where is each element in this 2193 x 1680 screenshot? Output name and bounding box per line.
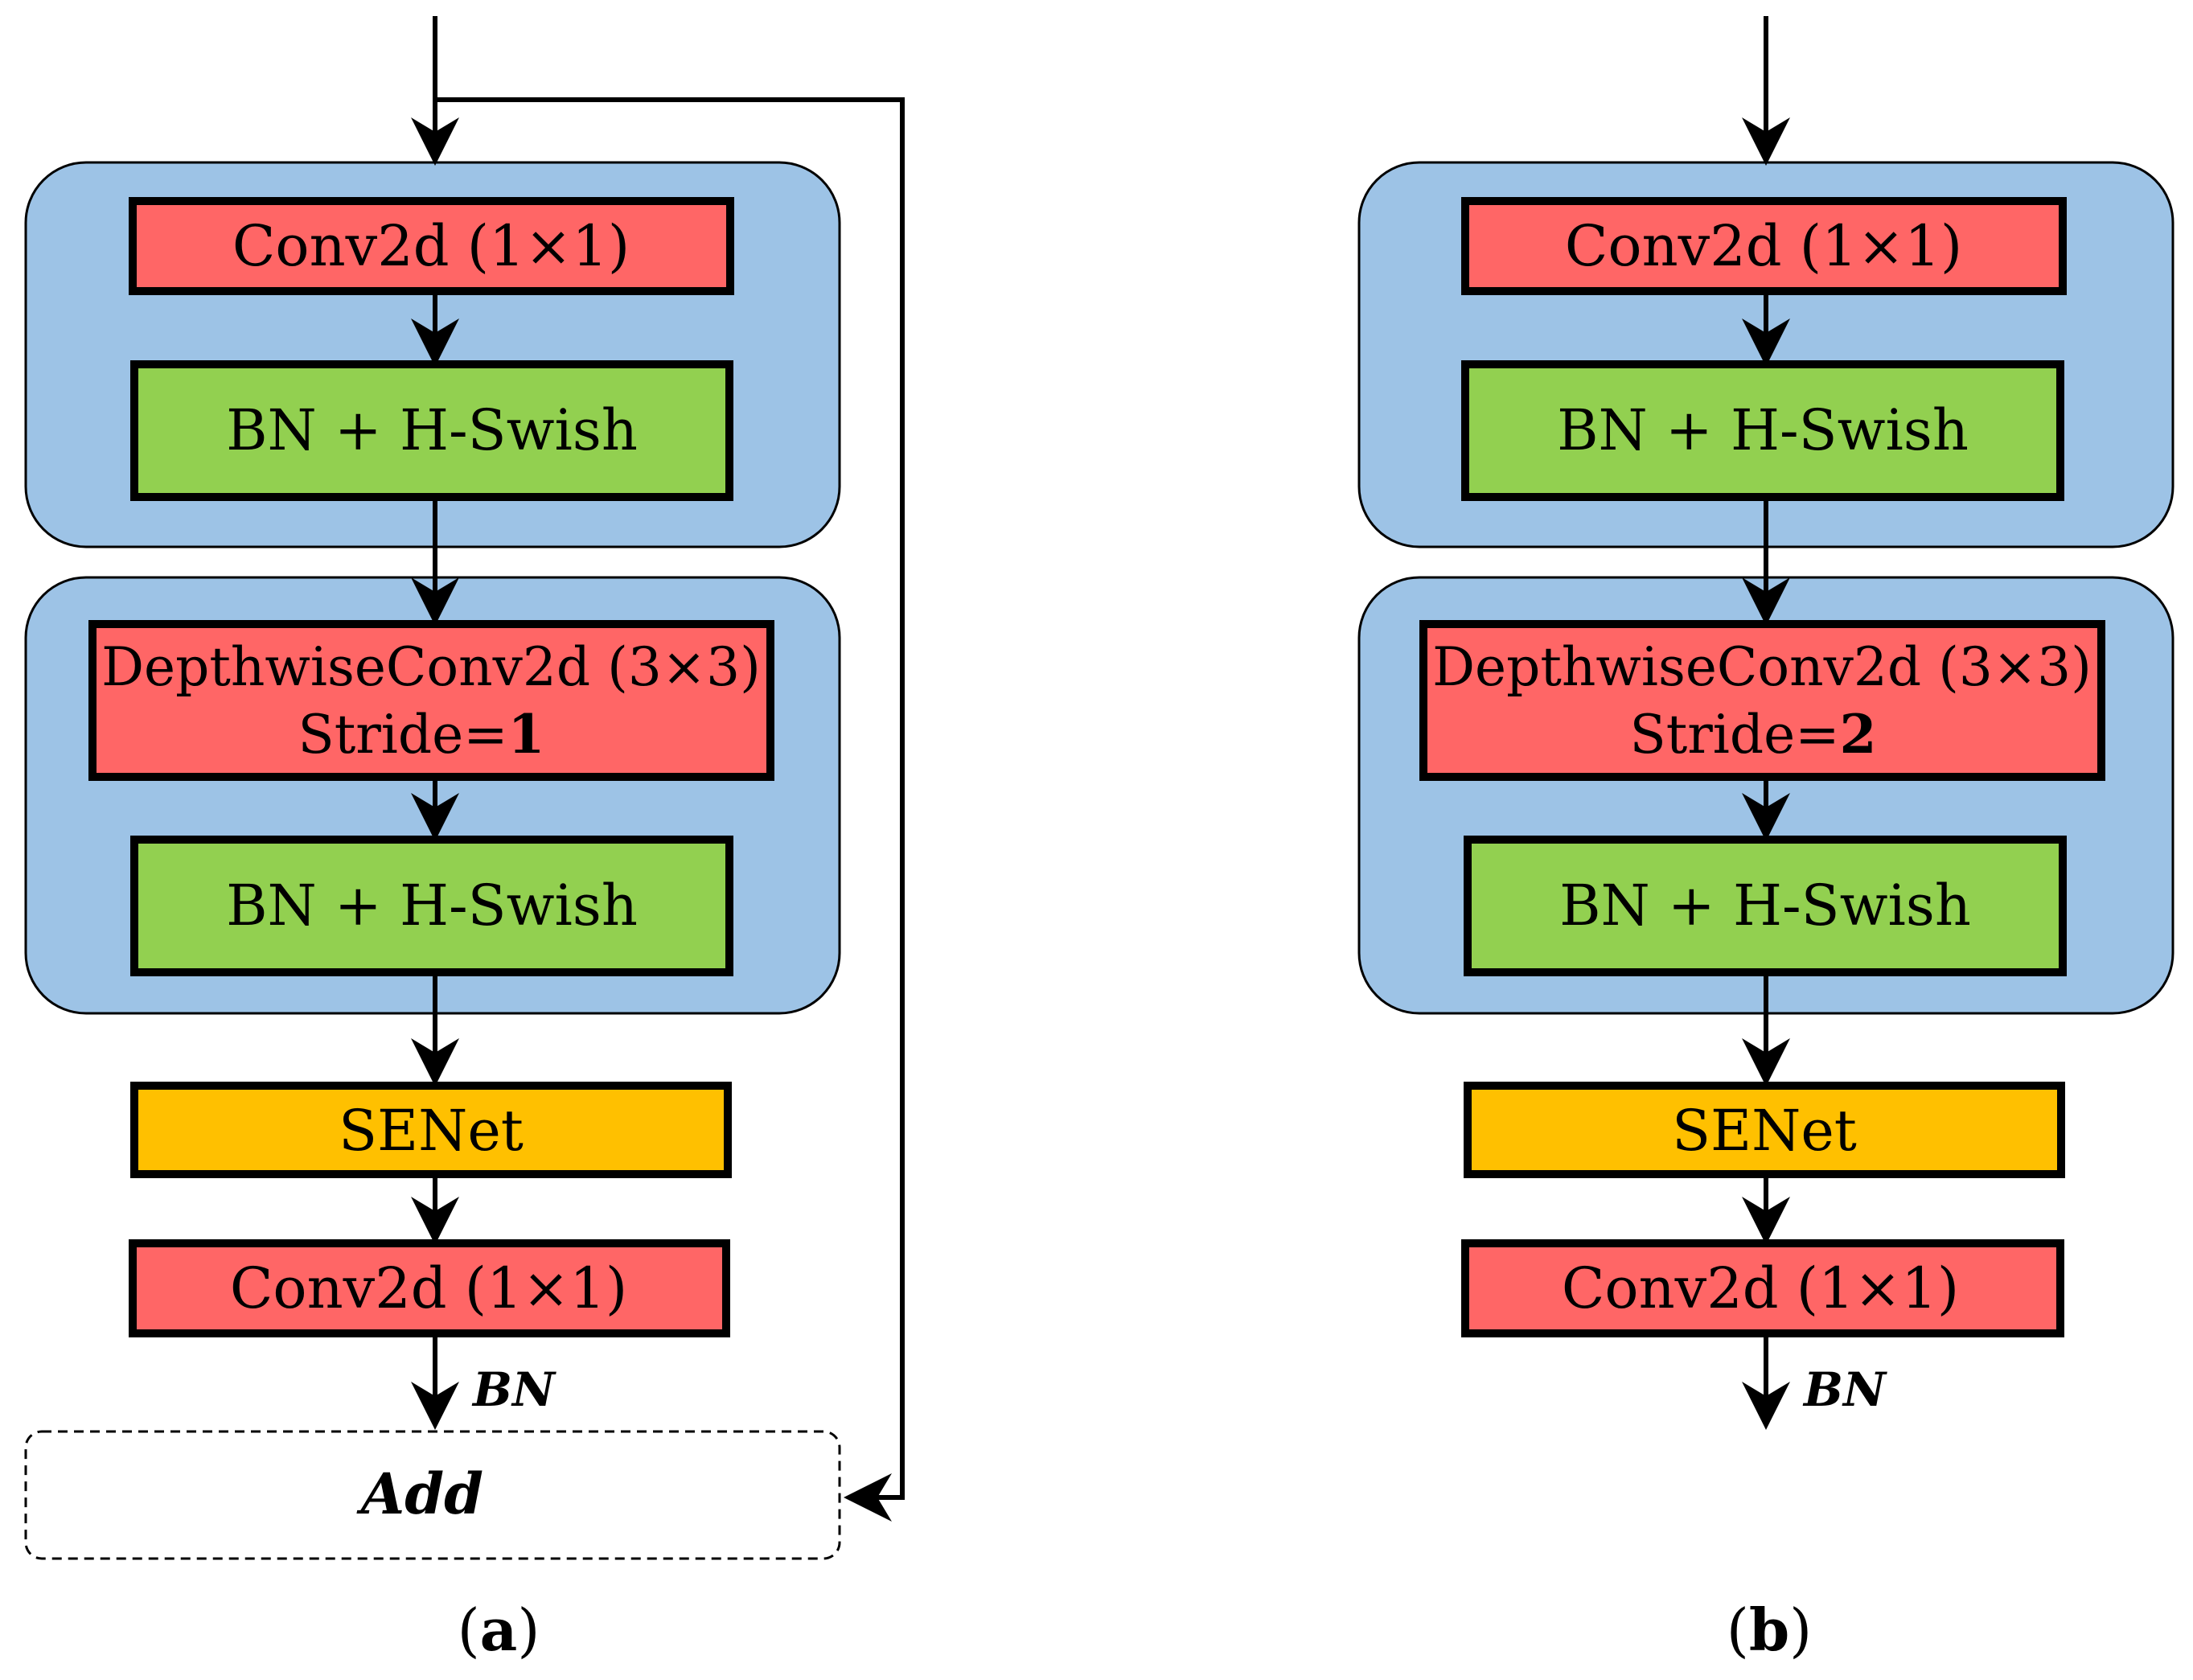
panel-b-bn1-label: BN + H-Swish <box>1557 397 1969 463</box>
panel-b-bn2-box <box>1464 836 2067 976</box>
panel-b-bn1-box <box>1461 360 2064 501</box>
panel-a-dwconv-box <box>88 620 774 781</box>
panel-a-add-box <box>24 1430 841 1560</box>
panel-b-conv1-label: Conv2d (1×1) <box>1565 213 1962 279</box>
panel-b-senet-box <box>1464 1082 2065 1178</box>
panel-a-senet-label: SENet <box>339 1098 524 1164</box>
panel-b-stride-label: Stride=2 <box>1630 703 1877 766</box>
panel-a-dwconv-label: DepthwiseConv2d (3×3) <box>101 636 761 698</box>
panel-b-conv2-label: Conv2d (1×1) <box>1562 1255 1959 1321</box>
panel-b-conv2-box <box>1461 1239 2064 1337</box>
panel-a-senet-box <box>130 1082 732 1178</box>
panel-b-bn2-label: BN + H-Swish <box>1559 873 1971 939</box>
panel-a-conv2-box <box>129 1239 730 1337</box>
panel-a-caption: (a) <box>458 1596 540 1664</box>
panel-a-add-label: Add <box>356 1460 483 1527</box>
panel-b-dwconv-box <box>1419 620 2105 781</box>
panel-b-caption: (b) <box>1727 1596 1813 1664</box>
panel-a-conv1-box <box>129 197 734 295</box>
panel-a-bn2-box <box>130 836 733 976</box>
panel-b: Conv2d (1×1) BN + H-Swish DepthwiseConv2… <box>1357 16 2175 1664</box>
panel-b-bn-label: BN <box>1802 1362 1887 1417</box>
panel-b-dwconv-label: DepthwiseConv2d (3×3) <box>1432 636 2092 698</box>
panel-a-conv1-label: Conv2d (1×1) <box>232 213 630 279</box>
panel-a-conv2-label: Conv2d (1×1) <box>230 1255 627 1321</box>
panel-a-bn1-box <box>130 360 733 501</box>
panel-a-stride-label: Stride=1 <box>298 703 545 766</box>
panel-a-bn-label: BN <box>471 1362 556 1417</box>
panel-a-skip-connection <box>435 97 905 1522</box>
panel-a-bn1-label: BN + H-Swish <box>226 397 638 463</box>
panel-a-bn2-label: BN + H-Swish <box>226 873 638 939</box>
panel-b-senet-label: SENet <box>1672 1098 1857 1164</box>
panel-a: Conv2d (1×1) BN + H-Swish DepthwiseConv2… <box>24 16 905 1664</box>
